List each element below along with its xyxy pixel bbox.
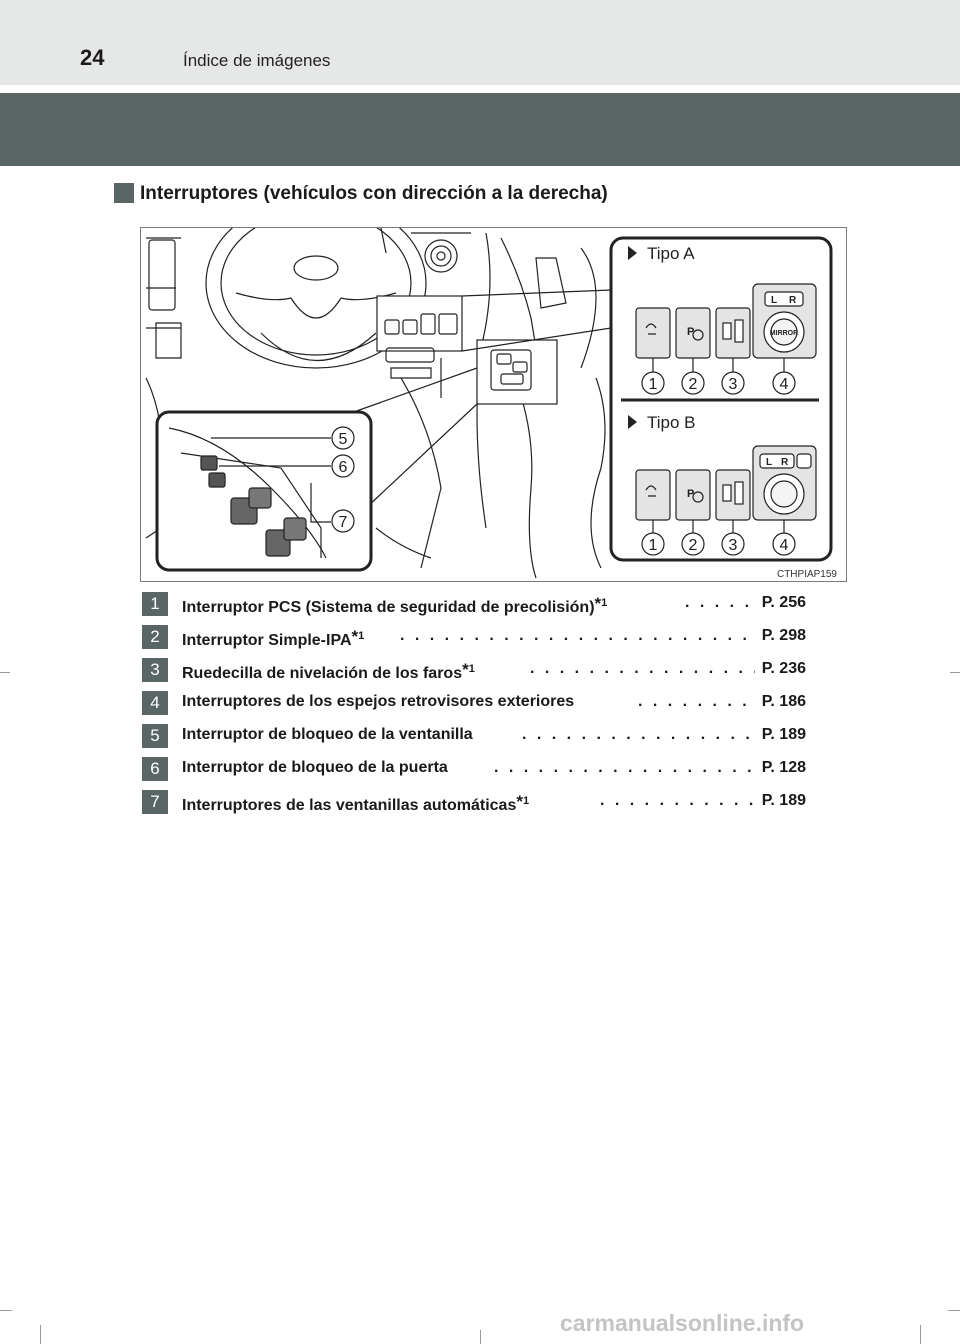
list-item: 4 Interruptores de los espejos retroviso… [140,689,820,715]
callout-b-2: 2 [689,537,698,554]
callout-circle [721,371,745,395]
image-code: CTHPIAP159 [777,569,837,580]
callout-circle [772,532,796,556]
callout-circle [681,371,705,395]
leader-dots: . . . . . . . . . . . . . . . . . . . . … [400,627,755,644]
pcs-switch-a [635,307,671,359]
svg-text:P: P [687,326,694,338]
page-reference[interactable]: P. 186 [761,693,806,710]
svg-text:P: P [687,488,694,500]
section-marker [114,183,134,203]
window-lock-switch [200,455,218,471]
list-item: 2 Interruptor Simple-IPA*1 . . . . . . .… [140,623,820,649]
callout-b-4: 4 [780,537,789,554]
callout-circle [772,371,796,395]
callout-circle [331,509,355,533]
type-a-switches [635,283,817,378]
page-reference[interactable]: P. 189 [761,792,806,809]
page-reference[interactable]: P. 256 [761,594,806,611]
callout-a-1: 1 [649,376,658,393]
header-band [0,0,960,85]
crop-mark [0,672,10,673]
callout-b-3: 3 [729,537,738,554]
mirror-label: MIRROR [770,330,798,337]
leader-dots: . . . . . . . . . . . . . . . . [638,693,755,710]
running-title: Índice de imágenes [183,51,331,70]
mirror-l-label-a: L [771,295,777,306]
power-window-switch [283,517,307,541]
item-number: 3 [142,658,168,682]
item-label: Interruptores de los espejos retrovisore… [182,693,575,710]
item-label: Interruptor de bloqueo de la puerta [182,759,448,776]
list-item: 5 Interruptor de bloqueo de la ventanill… [140,722,820,748]
leader-dots: . . . . . . . . . . . . . . . . . . . . … [494,759,755,776]
leader-dots: . . . . . . . . . . . [685,594,755,611]
power-window-switch [248,487,272,509]
item-number: 5 [142,724,168,748]
item-number: 7 [142,790,168,814]
crop-mark [920,1325,921,1344]
callout-a-4: 4 [780,376,789,393]
crop-mark [40,1325,41,1344]
dashboard-drawing: Tipo A Tipo B P L R MIRROR 1 2 [145,228,837,580]
page-reference[interactable]: P. 298 [761,627,806,644]
switches-illustration: Tipo A Tipo B P L R MIRROR 1 2 [140,227,847,582]
callout-circle [721,532,745,556]
list-item: 6 Interruptor de bloqueo de la puerta . … [140,755,820,781]
type-a-arrow-icon [628,246,637,260]
list-item: 7 Interruptores de las ventanillas autom… [140,788,820,814]
item-label: Ruedecilla de nivelación de los faros*1 [182,660,475,682]
mirror-r-label-a: R [789,295,797,306]
item-number: 4 [142,691,168,715]
callout-5: 5 [339,431,348,448]
mirror-l-label-b: L [766,457,772,468]
item-label: Interruptor de bloqueo de la ventanilla [182,726,473,743]
item-label: Interruptores de las ventanillas automát… [182,792,530,814]
leveling-dial-b [715,469,751,521]
crop-mark [948,1310,960,1311]
callout-a-2: 2 [689,376,698,393]
list-item: 3 Ruedecilla de nivelación de los faros*… [140,656,820,682]
item-label: Interruptor Simple-IPA*1 [182,627,365,649]
callout-circle [641,532,665,556]
leveling-dial-a [715,307,751,359]
callout-circle [331,426,355,450]
leader-dots: . . . . . . . . . . . . . . . . . . . . … [600,792,755,809]
chapter-band [0,93,960,166]
item-number: 1 [142,592,168,616]
list-item: 1 Interruptor PCS (Sistema de seguridad … [140,590,820,616]
section-title: Interruptores (vehículos con dirección a… [140,183,608,204]
watermark: carmanualsonline.info [560,1310,805,1336]
type-b-switches [635,445,817,533]
item-number: 2 [142,625,168,649]
type-a-label: Tipo A [647,244,695,263]
callout-circle [331,454,355,478]
pcs-switch-b [635,469,671,521]
crop-mark [480,1330,481,1344]
page-reference[interactable]: P. 128 [761,759,806,776]
crop-mark [950,672,960,673]
item-number: 6 [142,757,168,781]
door-lock-switch [208,472,226,488]
callout-circle [641,371,665,395]
page-number: 24 [80,45,105,70]
page-reference[interactable]: P. 189 [761,726,806,743]
mirror-r-label-b: R [781,457,789,468]
type-b-label: Tipo B [647,413,696,432]
item-label: Interruptor PCS (Sistema de seguridad de… [182,594,608,616]
page-reference[interactable]: P. 236 [761,660,806,677]
type-b-arrow-icon [628,415,637,429]
callout-6: 6 [339,459,348,476]
callout-circle [681,532,705,556]
callout-a-3: 3 [729,376,738,393]
leader-dots: . . . . . . . . . . . . . . . . . . . . … [522,726,755,743]
crop-mark [0,1310,12,1311]
leader-dots: . . . . . . . . . . . . . . . . . . . . … [530,660,755,677]
callout-7: 7 [339,514,348,531]
callout-b-1: 1 [649,537,658,554]
